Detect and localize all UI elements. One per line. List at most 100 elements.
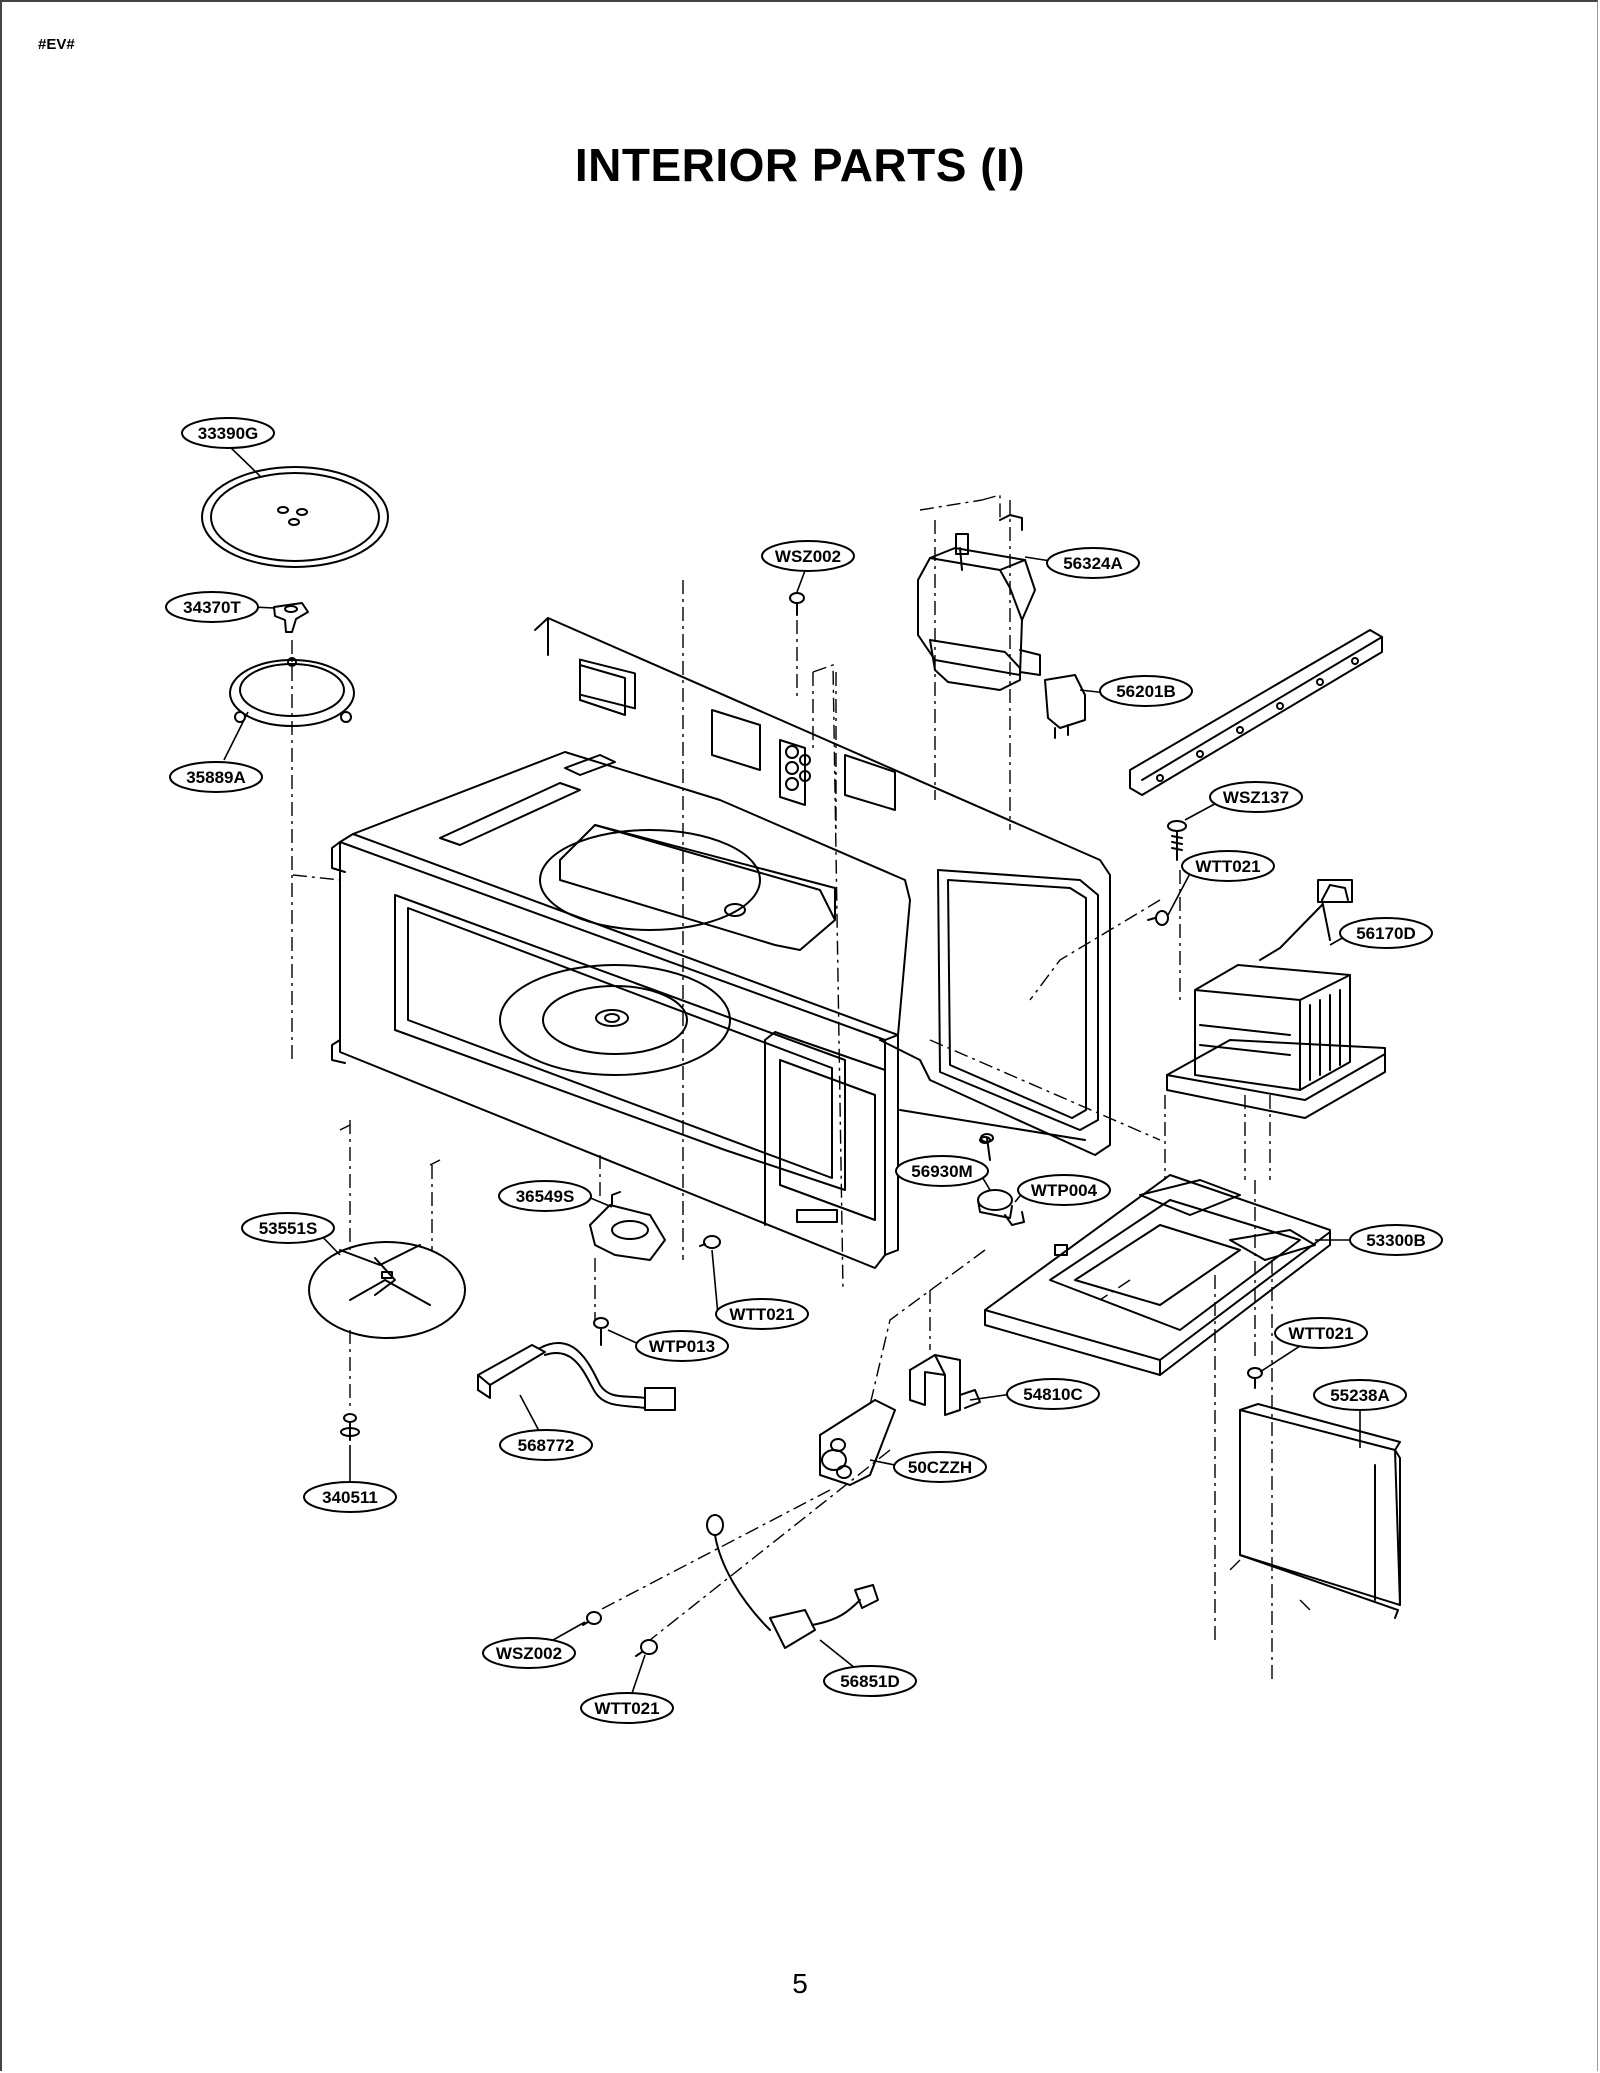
part-callout-wtt021: WTT021 [1274,1317,1368,1349]
part-callout-56170d: 56170D [1339,917,1433,949]
screw-wtt021-upper-drawing [1147,910,1169,926]
callout-oval [1209,781,1303,813]
part-callout-wtp013: WTP013 [635,1330,729,1362]
callout-oval [165,591,259,623]
part-number-label: 56170D [1356,924,1416,943]
part-callout-wsz002: WSZ002 [482,1637,576,1669]
part-number-label: 55238A [1330,1386,1390,1405]
part-number-label: WTP004 [1031,1181,1098,1200]
document-code: #EV# [38,36,75,53]
part-number-label: WTP013 [649,1337,715,1356]
assembly-lines [291,494,1311,1680]
callout-oval [1181,850,1275,882]
page-number: 5 [792,1968,808,1999]
part-number-label: 56201B [1116,682,1176,701]
screw-wsz002-bottom-drawing [582,1611,602,1626]
part-callout-35889a: 35889A [169,761,263,793]
callout-oval [1274,1317,1368,1349]
leader-lines [223,444,1361,1709]
base-plate-drawing [984,1174,1331,1376]
part-number-label: 33390G [198,424,259,443]
part-number-label: 35889A [186,768,246,787]
callout-oval [499,1429,593,1461]
callout-oval [823,1665,917,1697]
part-callout-56201b: 56201B [1099,675,1193,707]
screw-wtt021-bottom-drawing [635,1639,658,1657]
callout-oval [715,1298,809,1330]
part-number-label: WSZ002 [775,547,841,566]
part-callout-568772: 568772 [499,1429,593,1461]
noise-filter-harness-drawing [706,1514,879,1649]
part-number-label: WSZ137 [1223,788,1289,807]
callout-oval [761,540,855,572]
air-guide-drawing [1129,629,1383,796]
part-callout-33390g: 33390G [181,417,275,449]
turntable-tray-drawing [201,466,389,568]
page-title: INTERIOR PARTS (I) [574,139,1026,191]
part-callout-340511: 340511 [303,1481,397,1513]
callout-oval [1339,917,1433,949]
callout-oval [1099,675,1193,707]
part-callout-56930m: 56930M [895,1155,989,1187]
part-number-label: 54810C [1023,1385,1083,1404]
part-callout-53551s: 53551S [241,1212,335,1244]
callout-oval [1046,547,1140,579]
part-number-label: 36549S [516,1187,575,1206]
coupler-drawing [273,602,309,633]
part-callout-54810c: 54810C [1006,1378,1100,1410]
callout-oval [580,1692,674,1724]
part-callout-wtp004: WTP004 [1017,1174,1111,1206]
turntable-motor-drawing [589,1191,666,1261]
part-number-label: 34370T [183,598,241,617]
callout-oval [482,1637,576,1669]
callout-oval [893,1451,987,1483]
part-callout-50czzh: 50CZZH [893,1451,987,1483]
part-number-label: 56324A [1063,554,1123,573]
transformer-drawing [1166,879,1386,1119]
callout-oval [635,1330,729,1362]
screw-wsz002-top-drawing [789,592,805,616]
screw-wtp013-drawing [593,1317,609,1346]
part-number-label: WSZ002 [496,1644,562,1663]
part-callout-55238a: 55238A [1313,1379,1407,1411]
part-callout-wtt021: WTT021 [580,1692,674,1724]
callout-oval [241,1212,335,1244]
fan-housing-plate-drawing [1239,1403,1401,1619]
callout-oval [169,761,263,793]
part-number-label: 56930M [911,1162,972,1181]
callout-oval [303,1481,397,1513]
part-number-label: 340511 [322,1488,378,1507]
part-callout-wsz002: WSZ002 [761,540,855,572]
part-callout-56324a: 56324A [1046,547,1140,579]
part-callout-wtt021: WTT021 [1181,850,1275,882]
part-number-label: 568772 [518,1436,575,1455]
screw-340511-drawing [340,1413,360,1441]
callout-oval [1313,1379,1407,1411]
magnetron-drawing [917,514,1041,691]
screw-wtt021-right-drawing [1247,1367,1263,1389]
part-callout-34370t: 34370T [165,591,259,623]
thermostat-drawing [977,1133,1025,1226]
callout-oval [1017,1174,1111,1206]
part-number-label: WTT021 [594,1699,659,1718]
callout-oval [181,417,275,449]
callout-oval [1006,1378,1100,1410]
capacitor-drawing [819,1399,896,1486]
part-number-label: WTT021 [729,1305,794,1324]
part-number-label: WTT021 [1288,1324,1353,1343]
bottom-cover-plate-drawing [308,1241,466,1339]
screw-wtt021-mid-drawing [699,1235,721,1249]
part-label-layer: 33390G 34370T 35889A WSZ002 56324A 56201B WSZ1… [165,417,1443,1724]
part-callout-56851d: 56851D [823,1665,917,1697]
screw-wsz137-drawing [1167,820,1187,861]
callout-oval [498,1180,592,1212]
callout-oval [1349,1224,1443,1256]
part-number-label: 50CZZH [908,1458,972,1477]
part-number-label: 53300B [1366,1231,1426,1250]
callout-oval [895,1155,989,1187]
part-number-label: 53551S [259,1219,318,1238]
thermal-cutout-drawing [1044,674,1086,739]
part-callout-wtt021: WTT021 [715,1298,809,1330]
